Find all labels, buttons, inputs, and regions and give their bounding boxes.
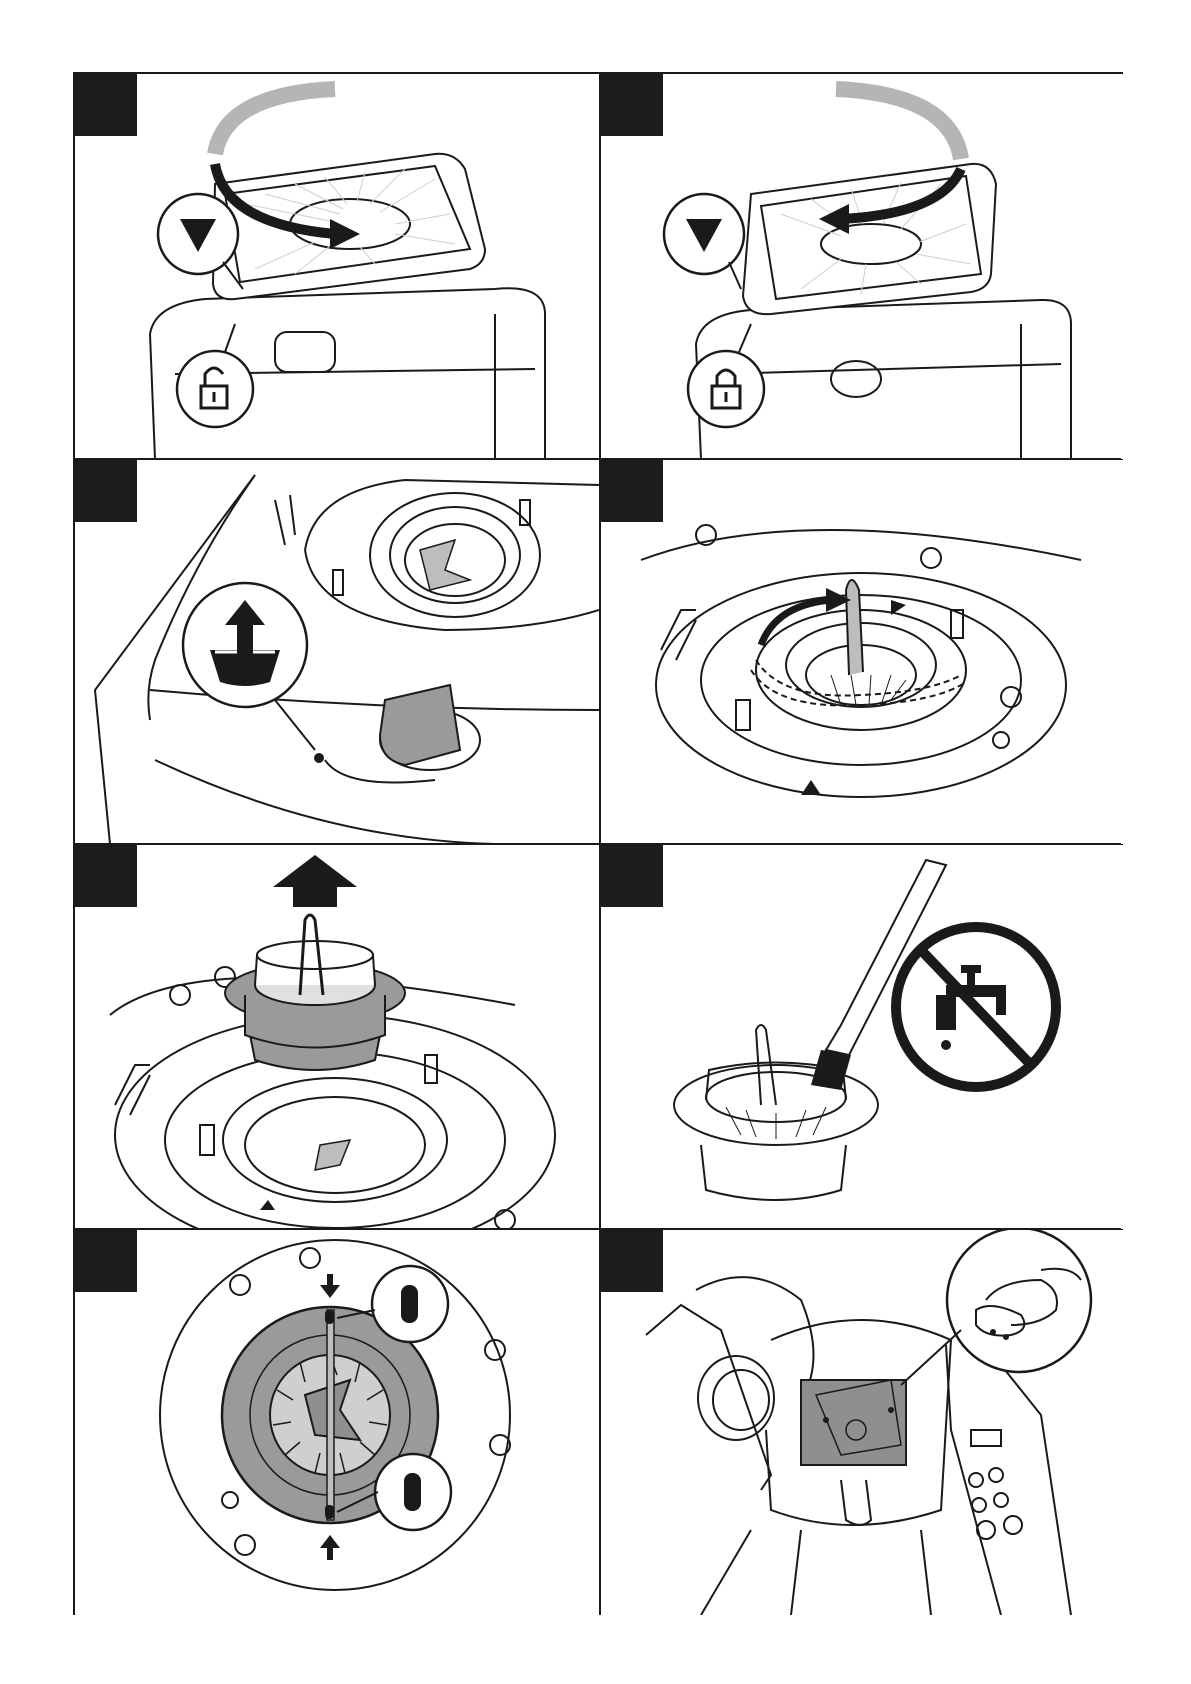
step-tab xyxy=(75,1230,137,1292)
clean-burr-illustration xyxy=(601,845,1123,1229)
panel-8-wipe-chamber xyxy=(601,1230,1123,1615)
up-arrow-icon xyxy=(320,1535,340,1560)
step-tab xyxy=(75,74,137,136)
wipe-chamber-illustration xyxy=(601,1230,1123,1615)
panel-divider xyxy=(75,843,1121,845)
alignment-slot-icon xyxy=(404,1473,421,1511)
step-tab xyxy=(75,845,137,907)
rotation-trail xyxy=(215,89,335,154)
panel-7-align-burr xyxy=(75,1230,599,1615)
hopper-unlock-illustration xyxy=(75,74,599,459)
up-arrow-marker-icon xyxy=(801,780,821,795)
remove-burr-illustration xyxy=(75,845,599,1229)
lift-handle-illustration xyxy=(601,460,1123,844)
align-burr-illustration xyxy=(75,1230,599,1615)
lock-callout xyxy=(688,351,764,427)
unlock-callout xyxy=(177,351,253,427)
panel-5-remove-burr xyxy=(75,845,599,1229)
step-tab xyxy=(601,1230,663,1292)
step-tab xyxy=(601,460,663,522)
up-arrow-icon xyxy=(273,855,357,907)
hopper-lock-illustration xyxy=(601,74,1123,459)
panel-divider xyxy=(599,74,601,1613)
panel-4-lift-handle xyxy=(601,460,1123,844)
step-tab xyxy=(601,74,663,136)
step-tab xyxy=(601,845,663,907)
illustration-sheet xyxy=(73,72,1123,1615)
panel-1-unlock-hopper xyxy=(75,74,599,459)
selector-knob xyxy=(380,685,460,765)
panel-2-lock-hopper xyxy=(601,74,1123,459)
down-arrow-icon xyxy=(320,1274,340,1298)
panel-divider xyxy=(75,1228,1121,1230)
rotation-trail xyxy=(836,89,961,159)
panel-3-grinder-knob xyxy=(75,460,599,844)
wipe-callout xyxy=(947,1230,1091,1372)
alignment-slot-icon xyxy=(401,1285,418,1323)
panel-divider xyxy=(75,458,1121,460)
panel-6-clean-burr xyxy=(601,845,1123,1229)
grinder-knob-illustration xyxy=(75,460,599,844)
step-tab xyxy=(75,460,137,522)
alignment-bar xyxy=(327,1310,334,1520)
